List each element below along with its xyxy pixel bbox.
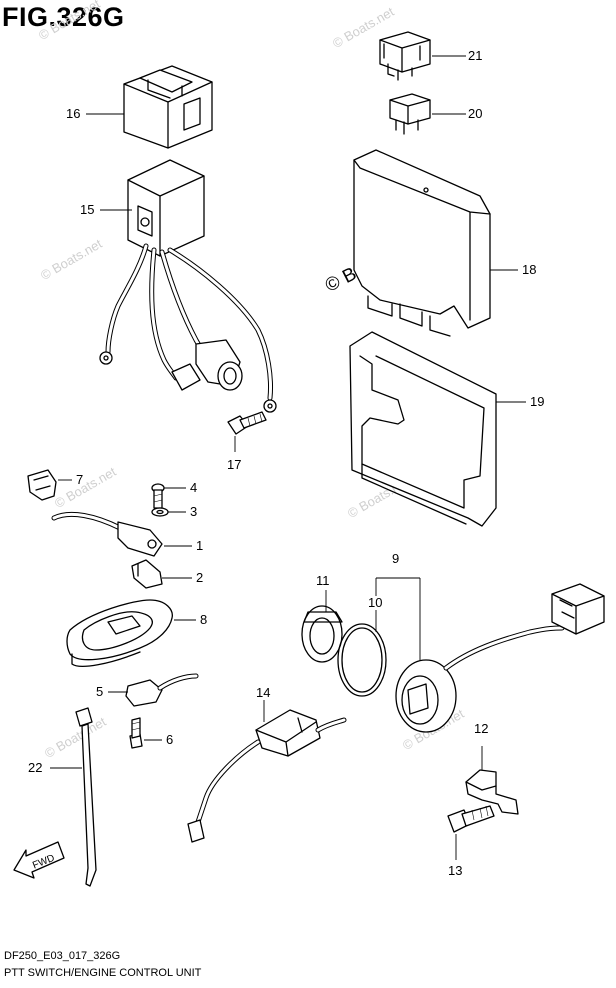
callout-5: 5 — [96, 684, 104, 699]
callout-1: 1 — [196, 538, 204, 553]
part-20-relay[interactable] — [389, 93, 431, 135]
part-2-bracket[interactable] — [131, 559, 163, 589]
fwd-arrow-icon: FWD — [13, 841, 65, 879]
callout-21: 21 — [468, 48, 483, 63]
callout-14: 14 — [256, 685, 271, 700]
part-8-ptt-switch-housing[interactable] — [66, 599, 173, 667]
callout-2: 2 — [196, 570, 204, 585]
part-4-screw[interactable] — [151, 483, 165, 509]
part-1-ptt-sensor[interactable] — [51, 511, 163, 557]
callout-18: 18 — [522, 262, 537, 277]
figure-description: PTT SWITCH/ENGINE CONTROL UNIT — [4, 967, 202, 979]
part-11-ring[interactable] — [301, 605, 343, 663]
part-22-cable-tie[interactable] — [75, 707, 97, 887]
part-14-harness[interactable] — [187, 709, 347, 843]
callout-20: 20 — [468, 106, 483, 121]
part-18-engine-control-unit[interactable] — [353, 149, 491, 337]
part-3-washer[interactable] — [151, 507, 169, 517]
callout-6: 6 — [166, 732, 174, 747]
figure-code: DF250_E03_017_326G — [4, 950, 121, 962]
callout-8: 8 — [200, 612, 208, 627]
part-15-module-harness[interactable] — [99, 159, 277, 413]
callout-15: 15 — [80, 202, 95, 217]
figure-title: FIG.326G — [2, 2, 125, 32]
part-12-clamp[interactable] — [465, 769, 519, 815]
callout-4: 4 — [190, 480, 198, 495]
part-5-sensor[interactable] — [125, 673, 199, 707]
callout-3: 3 — [190, 504, 198, 519]
callout-22: 22 — [28, 760, 43, 775]
callout-7: 7 — [76, 472, 84, 487]
part-9-switch-assembly[interactable] — [395, 583, 605, 733]
part-16-cover[interactable] — [123, 65, 213, 149]
part-13-bolt[interactable] — [447, 805, 495, 833]
part-17-bolt[interactable] — [227, 411, 267, 435]
callout-19: 19 — [530, 394, 545, 409]
part-6-screw[interactable] — [129, 717, 143, 749]
part-21-relay[interactable] — [379, 31, 431, 81]
part-7-clip[interactable] — [27, 469, 57, 501]
part-19-cushion[interactable] — [349, 331, 497, 527]
callout-11: 11 — [316, 573, 330, 588]
callout-17: 17 — [227, 457, 242, 472]
part-10-o-ring[interactable] — [337, 623, 387, 697]
callout-13: 13 — [448, 863, 463, 878]
callout-12: 12 — [474, 721, 489, 736]
callout-9: 9 — [392, 551, 400, 566]
callout-10: 10 — [368, 595, 383, 610]
callout-16: 16 — [66, 106, 81, 121]
